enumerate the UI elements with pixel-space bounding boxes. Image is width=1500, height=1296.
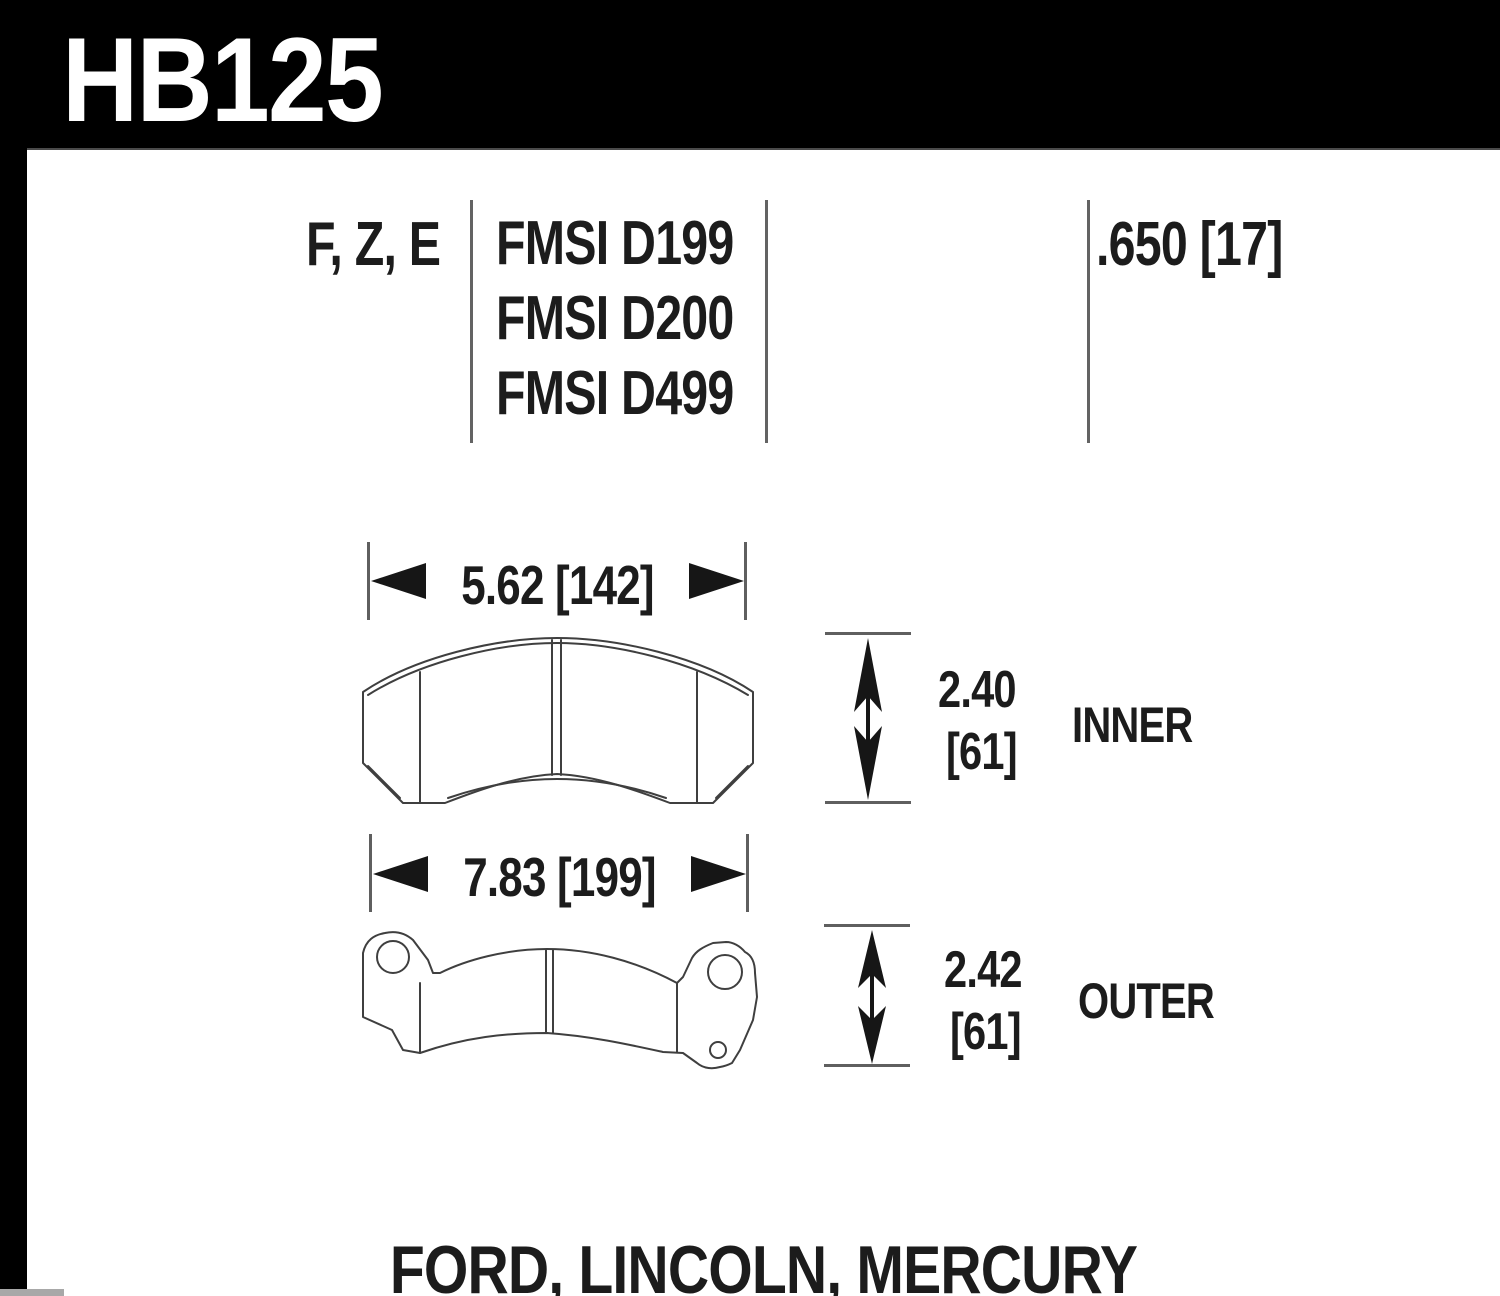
dimension-tick (825, 801, 911, 804)
inner-width-value: 5.62 [142] (461, 554, 654, 616)
dimension-tick (824, 924, 910, 927)
arrow-left-icon (373, 856, 428, 892)
spec-divider-3 (1087, 200, 1090, 443)
dimension-tick (825, 632, 911, 635)
inner-pad-chamfer-line (715, 765, 749, 799)
arrow-left-icon (371, 563, 426, 599)
outer-height-mm: [61] (950, 1003, 1022, 1061)
inner-pad-label: INNER (1072, 697, 1193, 753)
fmsi-item: FMSI D200 (496, 284, 734, 353)
dimension-tick (746, 834, 749, 912)
inner-pad-chamfer-line (367, 765, 401, 799)
spec-divider-2 (765, 200, 768, 443)
mounting-hole (707, 954, 743, 990)
dimension-tick (824, 1064, 910, 1067)
outer-pad-drawing (362, 931, 758, 1070)
inner-pad-outline (362, 637, 754, 804)
outer-pad-outline (362, 931, 758, 1070)
double-arrow-vertical-icon (858, 930, 886, 1064)
outer-width-value: 7.83 [199] (463, 846, 656, 908)
vehicle-applications: FORD, LINCOLN, MERCURY (389, 1232, 1138, 1296)
left-page-border (0, 148, 27, 1290)
fmsi-item: FMSI D199 (496, 209, 734, 278)
part-number: HB125 (62, 13, 384, 147)
small-hole (709, 1041, 727, 1059)
inner-height-mm: [61] (946, 723, 1018, 781)
spec-divider-1 (470, 200, 473, 443)
outer-pad-label: OUTER (1078, 973, 1215, 1029)
part-number-banner: HB125 (0, 0, 1500, 150)
inner-height-value: 2.40 (938, 661, 1017, 719)
inner-pad-backing-line-top (367, 642, 749, 696)
inner-pad-backing-line-bottom (447, 778, 667, 799)
bottom-left-edge-shadow (0, 1289, 64, 1296)
dimension-tick (367, 542, 370, 620)
inner-pad-drawing (362, 637, 754, 804)
arrow-right-icon (691, 856, 746, 892)
pad-thickness: .650 [17] (1096, 210, 1283, 279)
double-arrow-vertical-icon (854, 638, 882, 800)
dimension-tick (369, 834, 372, 912)
fmsi-item: FMSI D499 (496, 359, 734, 428)
mounting-hole (376, 940, 410, 974)
dimension-tick (744, 542, 747, 620)
arrow-right-icon (689, 563, 744, 599)
compound-codes: F, Z, E (306, 210, 441, 279)
outer-height-value: 2.42 (944, 941, 1023, 999)
